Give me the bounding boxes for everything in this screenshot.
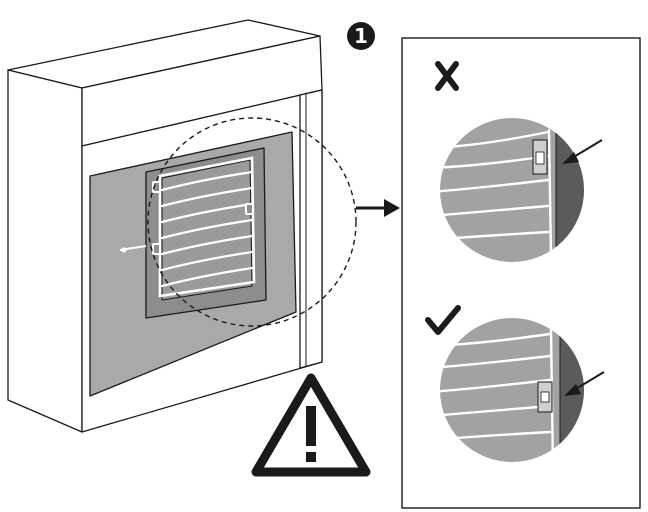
- rack-wire: [160, 202, 254, 224]
- detail-arrow: [562, 139, 603, 164]
- cabinet-left-side: [7, 69, 83, 433]
- rack-wire: [160, 186, 254, 208]
- rack-wire: [160, 218, 254, 240]
- pointer-arrow: [356, 199, 400, 217]
- detail-arrow: [564, 371, 605, 396]
- rack-frame: [158, 156, 256, 298]
- step-number: 1: [354, 24, 368, 48]
- check-icon: [425, 305, 461, 335]
- rack-wire: [160, 234, 254, 256]
- rack-wire: [160, 170, 254, 192]
- step-badge: 1: [347, 22, 375, 50]
- cross-icon: [435, 61, 459, 91]
- rack-wire: [160, 250, 254, 272]
- warning-icon: [251, 373, 371, 477]
- rack-supports: [119, 181, 254, 255]
- rack-wire: [160, 266, 254, 288]
- oven-cabinet: [7, 19, 323, 433]
- oven-rack: [158, 156, 256, 298]
- detail-highlight-circle: [147, 117, 357, 327]
